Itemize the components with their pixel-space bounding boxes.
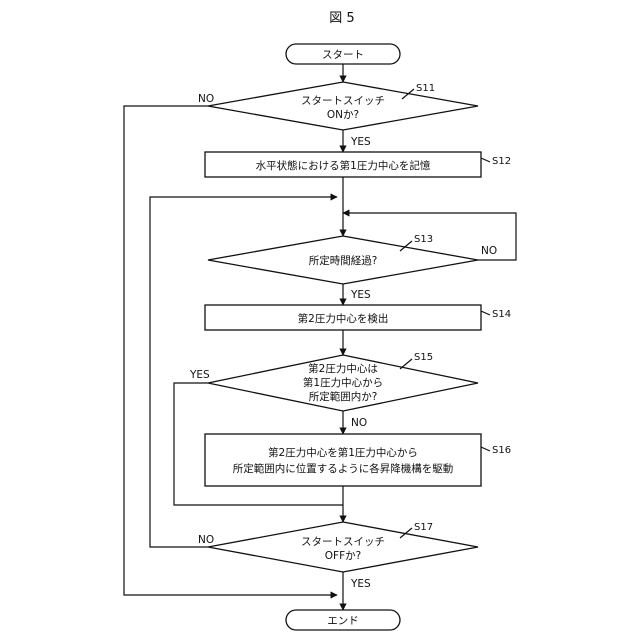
s13-no-label: NO bbox=[481, 245, 497, 257]
s14-text: 第2圧力中心を検出 bbox=[298, 312, 389, 325]
s17-yes-label: YES bbox=[350, 578, 371, 590]
figure-title: 図 5 bbox=[329, 11, 354, 26]
s12-text: 水平状態における第1圧力中心を記憶 bbox=[256, 159, 431, 172]
step-label-s17: S17 bbox=[414, 522, 433, 533]
s15-text-line3: 所定範囲内か? bbox=[309, 390, 378, 403]
s16-text-line2: 所定範囲内に位置するように各昇降機構を駆動 bbox=[233, 462, 454, 475]
step-label-s12: S12 bbox=[492, 156, 511, 167]
s15-text-line2: 第1圧力中心から bbox=[303, 376, 383, 389]
step-label-s11: S11 bbox=[416, 83, 435, 94]
start-label: スタート bbox=[322, 49, 364, 61]
s15-no-label: NO bbox=[351, 417, 367, 429]
connector-s11-no bbox=[124, 106, 337, 595]
s17-text-line1: スタートスイッチ bbox=[301, 536, 385, 548]
end-label: エンド bbox=[327, 615, 359, 627]
step-tick-s16 bbox=[481, 447, 490, 451]
step-label-s15: S15 bbox=[414, 352, 433, 363]
s17-text-line2: OFFか? bbox=[325, 550, 361, 562]
s15-yes-label: YES bbox=[189, 369, 210, 381]
step-label-s16: S16 bbox=[492, 445, 511, 456]
s11-no-label: NO bbox=[198, 93, 214, 105]
s17-no-label: NO bbox=[198, 534, 214, 546]
step-tick-s12 bbox=[481, 158, 490, 162]
s15-text-line1: 第2圧力中心は bbox=[308, 362, 378, 375]
s13-yes-label: YES bbox=[350, 289, 371, 301]
s16-text-line1: 第2圧力中心を第1圧力中心から bbox=[268, 446, 418, 459]
step-label-s13: S13 bbox=[414, 234, 433, 245]
s13-text: 所定時間経過? bbox=[309, 254, 378, 267]
s11-text-line2: ONか? bbox=[327, 109, 359, 121]
step-tick-s14 bbox=[481, 311, 490, 315]
step-label-s14: S14 bbox=[492, 309, 511, 320]
process-s16 bbox=[205, 434, 481, 486]
s11-yes-label: YES bbox=[350, 136, 371, 148]
s11-text-line1: スタートスイッチ bbox=[301, 95, 385, 107]
